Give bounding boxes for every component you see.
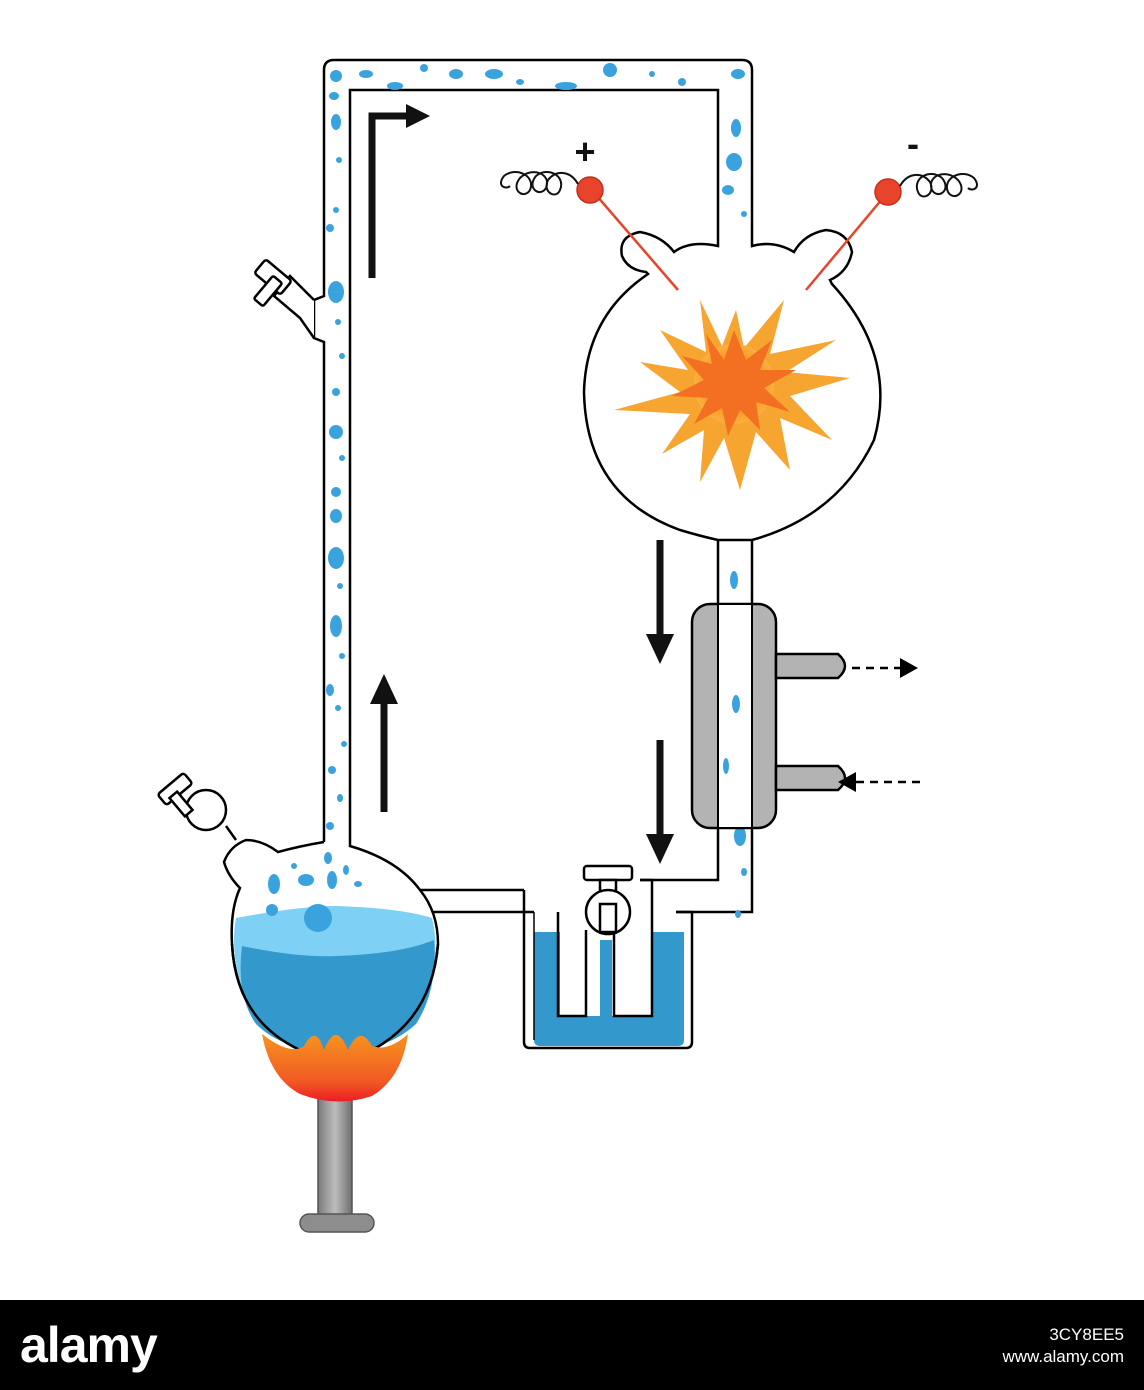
burner <box>299 1079 375 1233</box>
flow-arrow-down-1-icon <box>646 540 674 664</box>
spark-icon <box>614 300 850 490</box>
flask-stopcock-icon <box>157 772 238 841</box>
flow-arrow-up-icon <box>370 674 398 812</box>
alamy-logo: alamy <box>20 1317 158 1373</box>
negative-sign-label: - <box>907 123 919 164</box>
coolant-out-arrow-icon <box>852 658 918 678</box>
apparatus-svg: + - <box>157 58 978 1233</box>
vapor-bubbles-left <box>326 63 747 830</box>
watermark-footer: alamy 3CY8EE5 www.alamy.com <box>0 1300 1144 1390</box>
flow-arrow-top-icon <box>368 104 430 278</box>
lower-stopcock-icon <box>582 864 634 936</box>
positive-electrode-icon <box>500 171 679 291</box>
site-url-label: www.alamy.com <box>1002 1347 1124 1366</box>
boiling-flask <box>222 838 440 1056</box>
flame-icon <box>262 1034 408 1102</box>
flow-arrow-down-2-icon <box>646 740 674 864</box>
upper-stopcock-icon <box>253 259 316 339</box>
image-id-label: 3CY8EE5 <box>1049 1325 1124 1344</box>
miller-urey-apparatus-diagram: + - <box>157 58 978 1233</box>
positive-sign-label: + <box>574 131 595 172</box>
negative-electrode-icon <box>805 173 978 291</box>
condenser <box>690 602 847 830</box>
u-trap <box>522 878 694 1050</box>
stock-image-info: 3CY8EE5 www.alamy.com <box>1002 1324 1124 1368</box>
coolant-in-arrow-icon <box>838 772 920 792</box>
